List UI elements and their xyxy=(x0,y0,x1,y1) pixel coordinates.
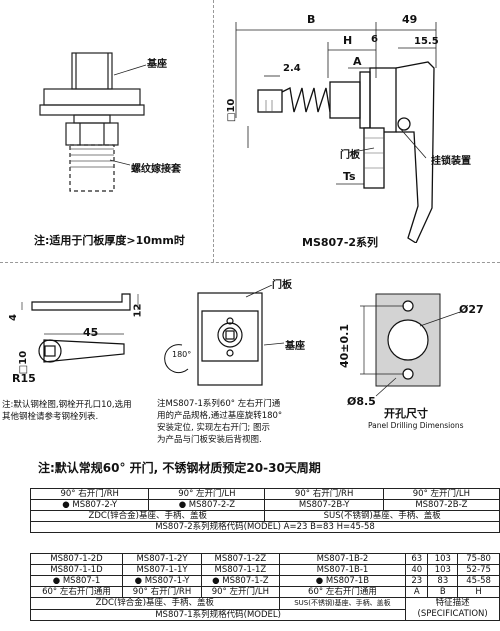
dim-a: A xyxy=(353,55,362,68)
dim-49: 49 xyxy=(402,13,418,26)
spec-label-en: (SPECIFICATION) xyxy=(417,609,488,619)
threaded-sleeve-drawing xyxy=(39,52,147,192)
bolt-note-line2: 其他钢栓请参考钢栓列表. xyxy=(2,412,99,422)
spec-label-cn: 特征描述 xyxy=(435,598,470,608)
ms807-2-drawing xyxy=(235,22,437,243)
table-row: 90° 右开门/RH 90° 左开门/LH 90° 右开门/RH 90° 左开门… xyxy=(29,488,500,500)
dim-b: B xyxy=(307,13,316,26)
back-note-line3: 安装定位, 实现左右开门; 图示 xyxy=(157,423,270,433)
note-door-thickness: 注:适用于门板厚度>10mm时 xyxy=(34,234,185,247)
label-base-back: 基座 xyxy=(285,341,305,352)
panel-drilling-drawing xyxy=(360,293,461,397)
dim-45: 45 xyxy=(83,326,99,339)
bolt-drawing xyxy=(21,293,139,363)
table-row: ZDC(锌合金)基座、手柄、盖板 SUS(不锈钢)基座、手柄、盖板 特征描述 (… xyxy=(30,597,500,621)
back-note-line2: 用的产品规格,通过基座旋转180° xyxy=(157,411,283,421)
dim-10-bolt: □10 xyxy=(18,350,30,375)
rotation-180-label: 180° xyxy=(172,350,192,359)
dim-diameter-27: Ø27 xyxy=(459,303,484,316)
dim-40: 40±0.1 xyxy=(338,323,351,368)
table-row: ● MS807-2-Y ● MS807-2-Z MS807-2B-Y MS807… xyxy=(29,499,500,511)
label-lock-device: 挂锁装置 xyxy=(431,156,471,167)
drilling-caption-cn: 开孔尺寸 xyxy=(384,407,428,420)
table-row: MS807-1系列规格代码(MODEL) xyxy=(29,608,500,621)
table-row: MS807-2系列规格代码(MODEL) A=23 B=83 H=45-58 xyxy=(30,521,500,533)
dim-15-5: 15.5 xyxy=(414,36,439,47)
label-base: 基座 xyxy=(147,59,167,70)
dim-h: H xyxy=(343,34,353,47)
label-door-panel: 门板 xyxy=(340,150,360,161)
dim-diameter-8-5: Ø8.5 xyxy=(347,395,376,408)
dim-r15: R15 xyxy=(12,372,36,385)
back-note-line4: 为产品与门板安装后背视图. xyxy=(157,435,262,445)
dim-4: 4 xyxy=(7,314,19,321)
default-notice: 注:默认常规60° 开门, 不锈钢材质预定20-30天周期 xyxy=(38,461,321,475)
back-note-line1: 注MS807-1系列60° 左右开门通 xyxy=(157,399,281,409)
back-view-drawing xyxy=(164,285,285,386)
label-threaded-sleeve: 螺纹嫁接套 xyxy=(131,164,181,175)
table-row: ZDC(锌合金)基座、手柄、盖板 SUS(不锈钢)基座、手柄、盖板 xyxy=(29,510,500,522)
bolt-note-line1: 注:默认钢栓图,钢栓开孔口10,选用 xyxy=(2,400,132,410)
dim-6: 6 xyxy=(371,34,378,45)
drilling-caption-en: Panel Drilling Dimensions xyxy=(368,421,464,430)
dim-12: 12 xyxy=(132,303,144,318)
dim-10-square: □10 xyxy=(226,98,237,122)
dim-2-4: 2.4 xyxy=(283,63,301,74)
divider-horizontal-top xyxy=(0,262,500,263)
dim-ts: Ts xyxy=(343,170,356,183)
model-caption-ms807-2: MS807-2系列 xyxy=(302,236,379,249)
ms807-2-spec-table: 90° 右开门/RH 90° 左开门/LH 90° 右开门/RH 90° 左开门… xyxy=(29,488,500,533)
label-door-panel-back: 门板 xyxy=(272,280,292,291)
table-row: ● MS807-1● MS807-1-Y ● MS807-1-Z● MS807-… xyxy=(30,575,500,587)
divider-vertical-top xyxy=(213,0,214,262)
